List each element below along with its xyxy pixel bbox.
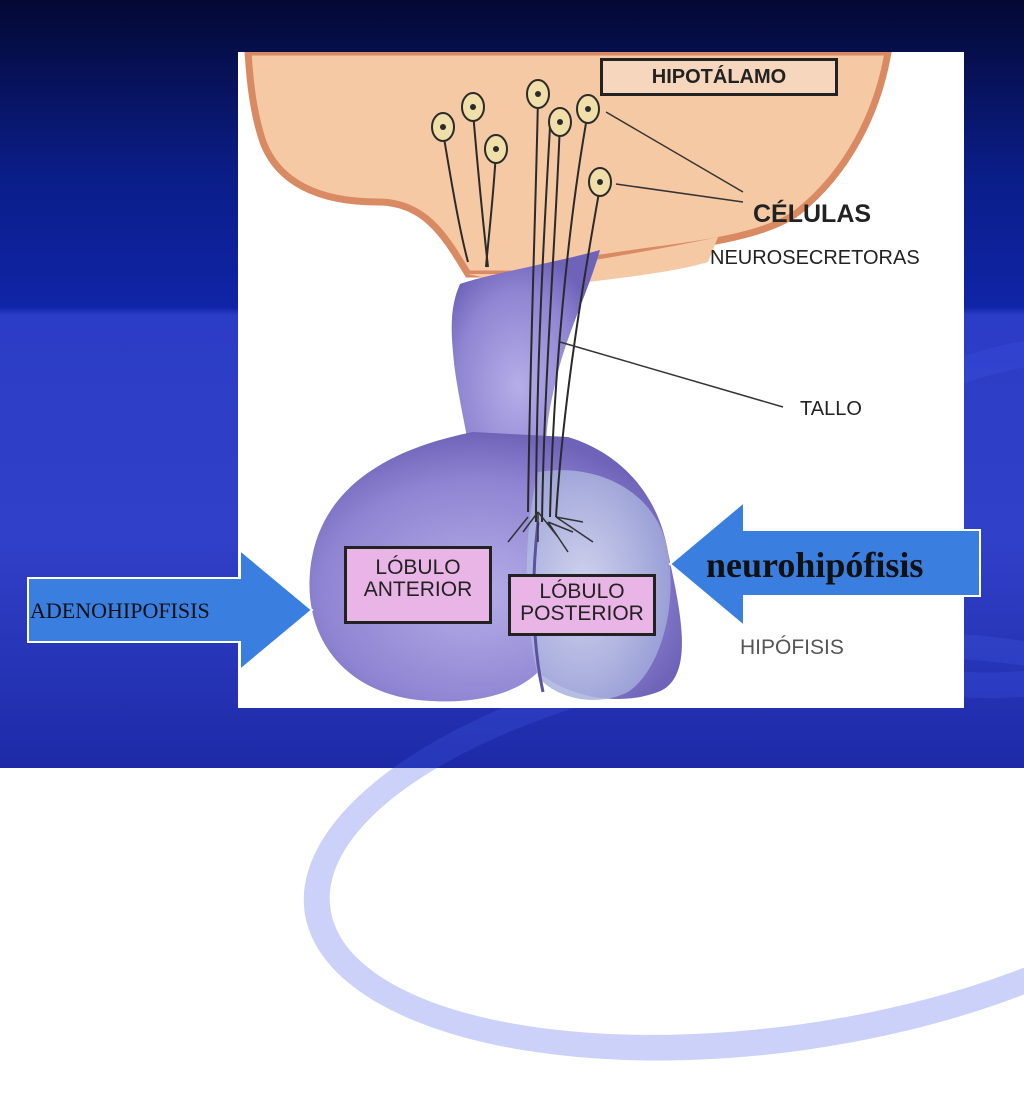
axon-terminals bbox=[507, 511, 594, 553]
neurohypophysis-callout: neurohipófisis bbox=[668, 500, 982, 628]
pointer-lines bbox=[559, 111, 784, 408]
adenohypophysis-text: ADENOHIPOFISIS bbox=[30, 598, 210, 623]
cells-label: CÉLULAS bbox=[753, 200, 871, 229]
hypothalamus-label-text: HIPOTÁLAMO bbox=[651, 66, 787, 88]
anterior-lobe-line1: LÓBULO bbox=[375, 556, 461, 579]
posterior-lobe-line1: LÓBULO bbox=[539, 580, 625, 603]
posterior-lobe-label: LÓBULO POSTERIOR bbox=[508, 574, 656, 636]
hypophysis-label: HIPÓFISIS bbox=[740, 636, 844, 660]
hypothalamus-label: HIPOTÁLAMO bbox=[600, 58, 838, 96]
left-arrow-shape bbox=[668, 500, 981, 628]
stalk-label: TALLO bbox=[800, 398, 862, 421]
neurosecretory-axons bbox=[442, 96, 601, 523]
neurosecretory-label-text: NEUROSECRETORAS bbox=[710, 247, 920, 269]
cells-label-text: CÉLULAS bbox=[753, 200, 872, 228]
anterior-lobe-line2: ANTERIOR bbox=[363, 578, 473, 602]
anterior-lobe-label: LÓBULO ANTERIOR bbox=[344, 546, 492, 624]
hypophysis-label-text: HIPÓFISIS bbox=[740, 636, 844, 659]
stalk-label-text: TALLO bbox=[800, 398, 862, 420]
neurohypophysis-text: neurohipófisis bbox=[706, 545, 924, 585]
pituitary-diagram: HIPOTÁLAMO CÉLULAS NEUROSECRETORAS TALLO… bbox=[238, 52, 964, 708]
neurosecretory-label: NEUROSECRETORAS bbox=[710, 247, 920, 270]
posterior-lobe-line2: POSTERIOR bbox=[520, 602, 644, 626]
adenohypophysis-callout: ADENOHIPOFISIS bbox=[26, 548, 316, 672]
right-arrow-shape bbox=[27, 548, 314, 672]
neuron-nuclei bbox=[440, 91, 603, 185]
